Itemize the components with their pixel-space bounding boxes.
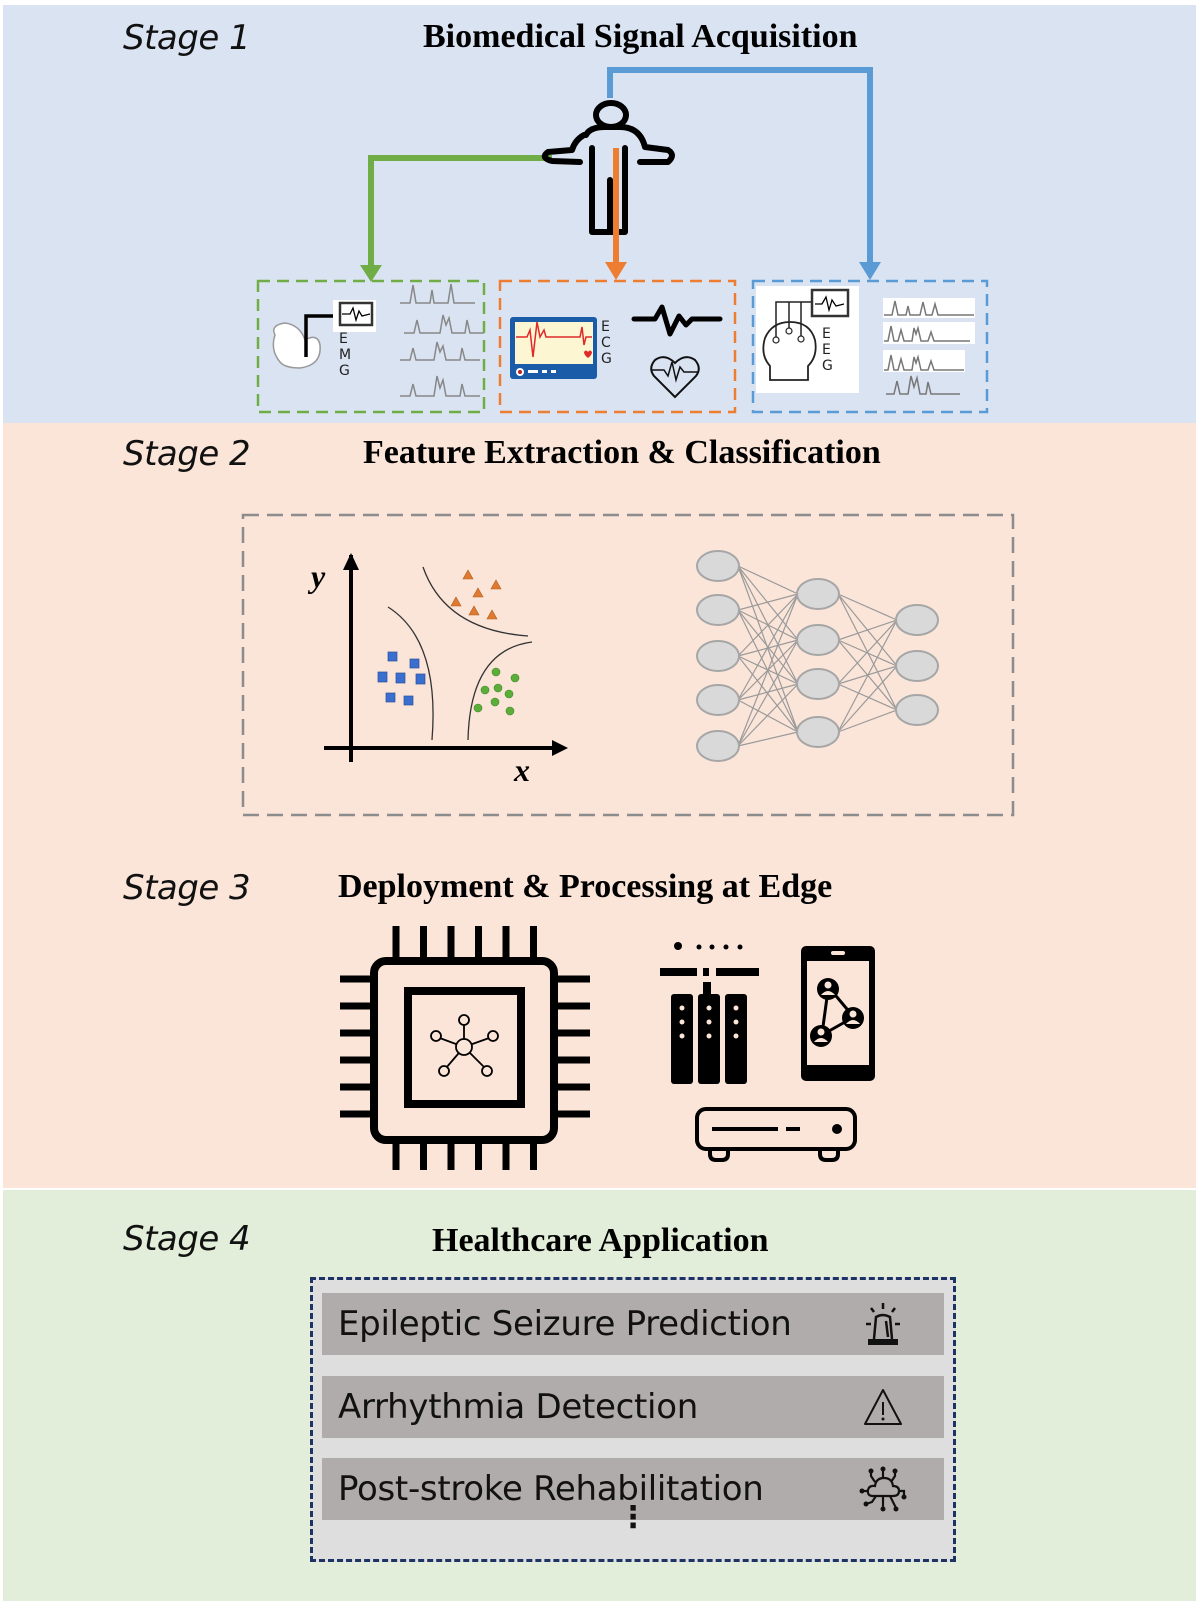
edge-device-icon (695, 1107, 857, 1162)
nn-node (796, 578, 840, 610)
stage-1-title: Biomedical Signal Acquisition (423, 18, 858, 55)
emg-monitor-icon (333, 300, 376, 332)
nn-connection (737, 593, 799, 747)
nn-node (796, 668, 840, 700)
alarm-siren-icon (866, 1303, 900, 1345)
emg-letter: M (339, 347, 352, 363)
nn-connection (837, 683, 898, 711)
nn-connection (837, 639, 898, 667)
nn-node (796, 624, 840, 656)
heart-pulse-icon (650, 356, 700, 399)
eeg-head-icon (756, 286, 859, 393)
app-item-label: Epileptic Seizure Prediction (338, 1304, 792, 1344)
classification-box (241, 513, 1015, 817)
stage-1-panel (3, 5, 1196, 423)
stage-1-label: Stage 1 (123, 18, 251, 58)
arm-icon (272, 314, 338, 369)
nn-connection (737, 731, 799, 747)
eeg-letter: E (822, 342, 831, 358)
emg-letter: E (339, 331, 348, 347)
nn-node (796, 716, 840, 748)
ecg-monitor-icon (510, 317, 597, 379)
warning-icon (864, 1389, 902, 1425)
eeg-letter: E (822, 326, 831, 342)
eeg-waveforms (883, 298, 975, 395)
cloud-network-icon (859, 1466, 907, 1512)
eeg-letter: G (822, 358, 833, 374)
nn-connection (837, 665, 898, 733)
pulse-icon (631, 304, 723, 337)
server-rack-icon (660, 942, 759, 1084)
stage-2-label: Stage 2 (123, 434, 251, 474)
nn-connection (737, 565, 799, 595)
nn-connection (837, 619, 898, 685)
ecg-box (498, 279, 737, 414)
nn-node (895, 650, 939, 682)
more-applications-ellipsis: ⋮ (618, 1500, 648, 1535)
ecg-letter: C (601, 335, 611, 351)
nn-node (696, 550, 740, 582)
emg-letter: G (339, 363, 350, 379)
scatter-plot (324, 553, 568, 762)
stage-2-title: Feature Extraction & Classification (363, 434, 881, 471)
emg-box (256, 279, 486, 414)
stage-2-3-panel (3, 423, 1196, 1188)
stage-3-title: Deployment & Processing at Edge (338, 868, 833, 905)
blue-square-points (377, 651, 426, 706)
nn-connection (837, 593, 898, 621)
nn-node (696, 684, 740, 716)
ecg-label: E C G (601, 319, 612, 367)
scatter-y-label: y (311, 558, 326, 594)
eeg-box (751, 279, 989, 414)
nn-node (895, 604, 939, 636)
emg-arrow (360, 155, 552, 282)
nn-node (696, 594, 740, 626)
app-item-arrhythmia-detection: Arrhythmia Detection (322, 1376, 944, 1438)
stage-4-label: Stage 4 (123, 1219, 251, 1259)
scatter-x-label: x (514, 752, 530, 788)
nn-connection (737, 565, 799, 733)
stage-4-title: Healthcare Application (432, 1222, 769, 1259)
nn-connection (737, 593, 799, 657)
person-icon (541, 100, 675, 235)
nn-connection (737, 699, 799, 733)
stage-3-label: Stage 3 (123, 868, 251, 908)
ecg-letter: E (601, 319, 610, 335)
orange-triangle-points (450, 569, 502, 620)
app-item-label: Post-stroke Rehabilitation (338, 1469, 764, 1509)
nn-node (895, 694, 939, 726)
app-item-label: Arrhythmia Detection (338, 1387, 698, 1427)
app-item-post-stroke-rehabilitation: Post-stroke Rehabilitation (322, 1458, 944, 1520)
smartphone-icon (801, 946, 875, 1081)
nn-node (696, 730, 740, 762)
nn-connection (837, 709, 898, 733)
emg-label: E M G (339, 331, 351, 379)
nn-connection (737, 593, 799, 611)
green-circle-points (473, 667, 520, 716)
nn-connection (737, 683, 799, 747)
ecg-letter: G (601, 351, 612, 367)
user-node-icons (810, 978, 864, 1047)
applications-box: Epileptic Seizure Prediction Arrhythmia … (310, 1277, 956, 1562)
nn-connection (737, 593, 799, 701)
nn-connection (737, 639, 799, 747)
nn-connection (837, 619, 898, 733)
nn-node (696, 640, 740, 672)
emg-waveforms (400, 283, 484, 397)
neural-network (696, 550, 939, 762)
eeg-arrow (607, 67, 881, 280)
nn-connection (837, 619, 898, 641)
nn-connection (737, 565, 799, 641)
eeg-label: E E G (822, 326, 833, 374)
app-item-seizure-prediction: Epileptic Seizure Prediction (322, 1293, 944, 1355)
ai-chip-icon (340, 926, 590, 1170)
